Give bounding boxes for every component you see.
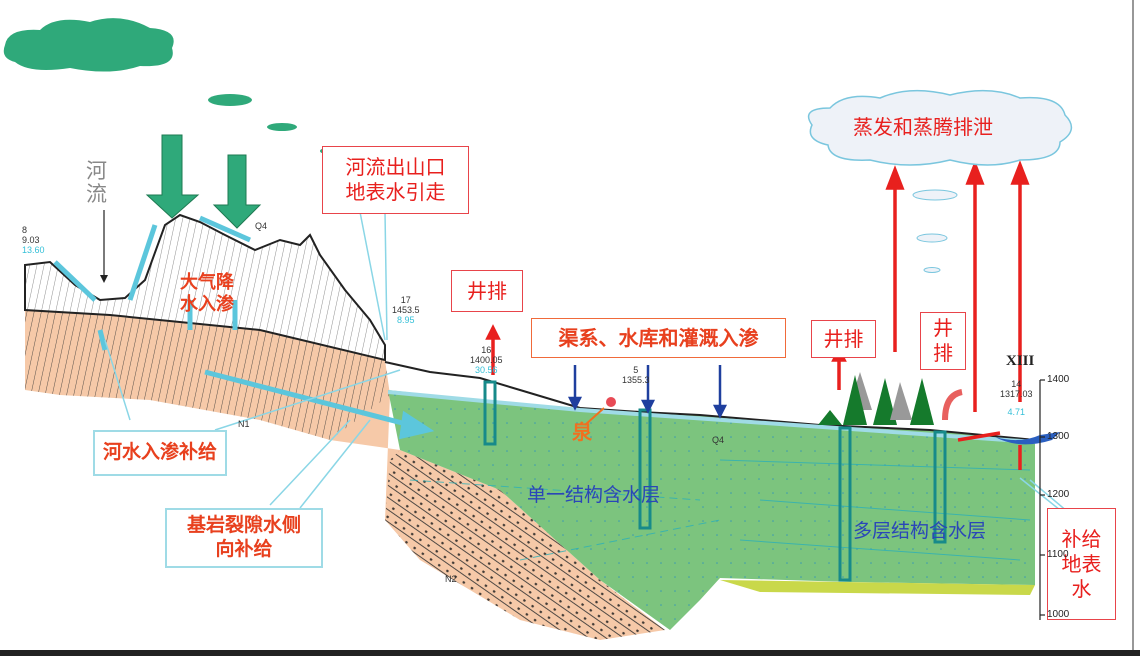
bedrock-hatch bbox=[385, 450, 665, 640]
formation-n2-label: N2 bbox=[445, 574, 457, 584]
rain-cloud-icon bbox=[3, 18, 334, 154]
precipitation-arrows bbox=[145, 134, 262, 229]
well-discharge-box-1: 井排 bbox=[451, 270, 523, 312]
multi-aquifer-label: 多层结构含水层 bbox=[853, 520, 987, 542]
single-aquifer-label: 单一结构含水层 bbox=[527, 484, 661, 506]
formation-n1-label: N1 bbox=[238, 419, 250, 429]
well-discharge-label-1: 井 bbox=[933, 316, 953, 340]
mountain-hatch bbox=[25, 215, 385, 360]
well-number: 16 bbox=[481, 345, 492, 355]
evaporation-cloud-icon bbox=[807, 89, 1073, 273]
well-depth: 8.95 bbox=[397, 314, 415, 325]
formation-q4-label: Q4 bbox=[255, 221, 268, 231]
recharge-surface-water-box: 补给 地表 水 bbox=[1047, 508, 1116, 620]
well-elevation: 1400.05 bbox=[470, 354, 503, 365]
river-outlet-box: 河流出山口 地表水引走 bbox=[322, 146, 469, 214]
river-label: 河流 bbox=[86, 159, 107, 207]
callout-leader-lines bbox=[104, 211, 1069, 513]
well-discharge-label-2: 排 bbox=[933, 341, 953, 365]
well-discharge-label: 井排 bbox=[823, 326, 864, 351]
well-number: 8 bbox=[22, 225, 28, 235]
precipitation-label-2: 水入渗 bbox=[180, 294, 234, 315]
infiltration-arrows bbox=[567, 365, 728, 419]
evaporation-label: 蒸发和蒸腾排泄 bbox=[853, 115, 993, 139]
bedrock-label-1: 基岩裂隙水侧 bbox=[186, 514, 301, 537]
bedrock-label-2: 向补给 bbox=[215, 538, 273, 560]
well-number: 5 bbox=[633, 365, 639, 375]
aquifer-base-layer bbox=[720, 580, 1035, 595]
wells bbox=[483, 380, 947, 582]
elevation-axis bbox=[1039, 379, 1045, 620]
well-depth: 30.56 bbox=[475, 364, 498, 375]
tree-icons bbox=[818, 372, 934, 425]
section-id: XIII bbox=[1006, 353, 1035, 369]
well-number: 17 bbox=[400, 295, 411, 305]
axis-tick: 1300 bbox=[1047, 431, 1070, 442]
well-number: 14 bbox=[1011, 379, 1022, 389]
aquifer-layer-lines bbox=[409, 459, 1031, 561]
well-discharge-box-3: 井 排 bbox=[920, 312, 966, 370]
spring-icon bbox=[606, 397, 616, 407]
canal-infiltration-box: 渠系、水库和灌溉入渗 bbox=[531, 318, 786, 358]
well-discharge-label: 井排 bbox=[467, 278, 507, 303]
river-outlet-label-1: 河流出山口 bbox=[345, 155, 446, 179]
recharge-label-2: 地表 bbox=[1061, 551, 1102, 576]
formation-q4-label: Q4 bbox=[712, 435, 725, 445]
well-elevation: 1355.3 bbox=[622, 374, 650, 385]
frame-bottom bbox=[0, 650, 1140, 656]
canal-infiltration-label: 渠系、水库和灌溉入渗 bbox=[558, 325, 759, 350]
river-infiltration-label: 河水入渗补给 bbox=[102, 441, 217, 464]
well-elevation: 1453.5 bbox=[392, 304, 420, 315]
aquifer-dots bbox=[388, 390, 1035, 630]
axis-tick: 1400 bbox=[1047, 374, 1070, 385]
bedrock-recharge-box: 基岩裂隙水侧 向补给 bbox=[165, 508, 323, 568]
surface-water bbox=[995, 432, 1060, 445]
axis-tick: 1200 bbox=[1047, 489, 1070, 500]
recharge-label-3: 水 bbox=[1071, 576, 1092, 601]
well-depth: 13.60 bbox=[22, 244, 45, 255]
well-elevation: 1317.03 bbox=[1000, 388, 1033, 399]
well-elevation: 9.03 bbox=[22, 234, 40, 245]
precipitation-label-1: 大气降 bbox=[180, 272, 234, 293]
discharge-arrows bbox=[485, 160, 1030, 470]
spring-arrow bbox=[584, 407, 605, 426]
well-depth: 4.71 bbox=[1007, 406, 1026, 417]
spring-label: 泉 bbox=[572, 420, 592, 444]
flow-arrows bbox=[53, 215, 435, 440]
water-table bbox=[387, 390, 1036, 444]
axis-tick: 1100 bbox=[1047, 549, 1069, 560]
recharge-label-1: 补给 bbox=[1061, 526, 1102, 551]
river-outlet-label-2: 地表水引走 bbox=[345, 180, 446, 204]
ground-surface bbox=[384, 361, 1036, 441]
axis-tick: 1000 bbox=[1047, 609, 1070, 620]
river-infiltration-box: 河水入渗补给 bbox=[93, 430, 227, 476]
well-discharge-box-2: 井排 bbox=[811, 320, 876, 358]
